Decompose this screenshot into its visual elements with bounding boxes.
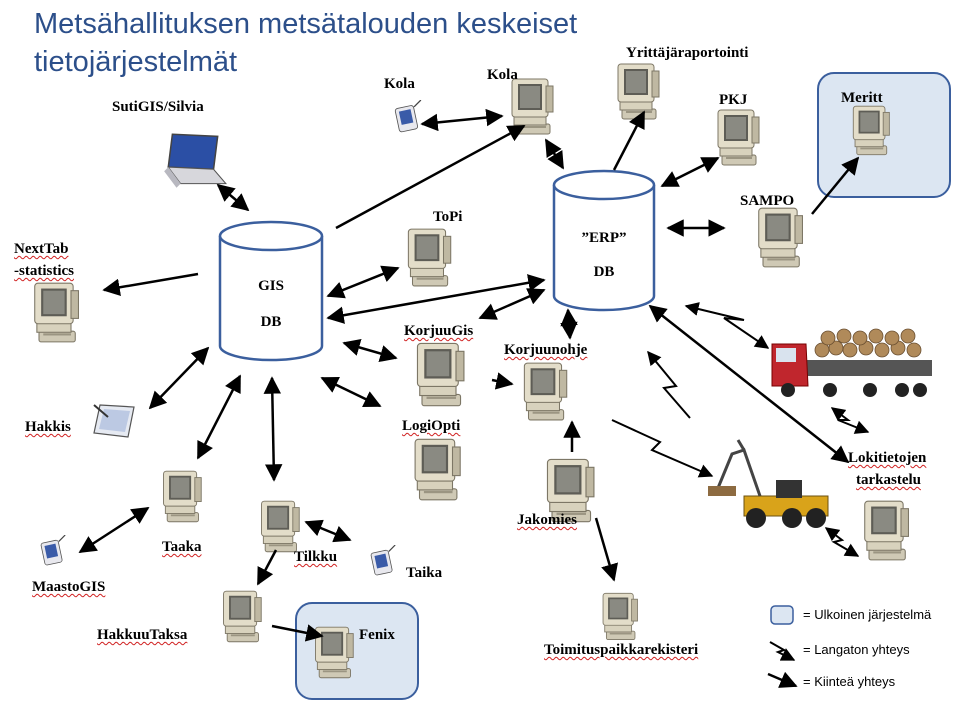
link-taaka-gis (196, 374, 242, 460)
nexttab-computer-icon (34, 282, 80, 343)
legend-wireless-swatch (769, 641, 796, 661)
label-korjuugis: KorjuuGis (404, 323, 474, 339)
link-topi-gis (326, 265, 400, 299)
legend (767, 605, 798, 688)
korjuugis-computer-icon (416, 342, 465, 407)
label-toimituspaikkarekisteri: Toimituspaikkarekisteri (544, 642, 699, 658)
taika-handheld-icon (370, 545, 396, 576)
kola-handheld-icon (394, 100, 422, 133)
link-taaka-maastogis (78, 506, 150, 554)
label-hakkuutaksa: HakkuuTaksa (97, 627, 188, 643)
link-kola-handheld-kola (420, 108, 504, 132)
link-korjuugis-korjuunohje (491, 372, 514, 390)
erp-db-cylinder (552, 169, 656, 312)
label-sutigis: SutiGIS/Silvia (112, 99, 204, 115)
gis-db-label-2: DB (260, 314, 282, 330)
maastogis-handheld-icon (40, 535, 66, 566)
link-korjuugis-erp (478, 288, 546, 320)
harvester-icon (708, 439, 829, 528)
wireless-harvester-erp (647, 350, 691, 419)
link-gis-kola (335, 124, 526, 230)
logiopti-computer-icon (414, 438, 461, 501)
link-korjuugis-gis (342, 338, 398, 363)
link-gis-nexttab (102, 272, 199, 296)
label-tilkku: Tilkku (294, 549, 338, 565)
korjuunohje-computer-icon (523, 362, 568, 421)
label-yrittajaraportointi: Yrittäjäraportointi (626, 45, 749, 61)
label-maastogis: MaastoGIS (32, 579, 106, 595)
label-korjuunohje: Korjuunohje (504, 342, 588, 358)
link-erp-lokitietojen (648, 304, 850, 464)
link-tilkku-taika (304, 519, 352, 543)
timber-truck-icon (771, 328, 932, 397)
erp-db-label-2: DB (593, 264, 615, 280)
label-sampo: SAMPO (740, 193, 795, 209)
label-logiopti: LogiOpti (402, 418, 461, 434)
erp-db-label-1: ”ERP” (581, 230, 627, 246)
wireless-truck-lokitietojen (830, 407, 870, 434)
label-kola-pc: Kola (487, 67, 518, 83)
pkj-computer-icon (717, 109, 760, 166)
link-tilkku-hakkuutaksa (256, 549, 278, 586)
title-line-2: tietojärjestelmät (34, 46, 238, 78)
label-topi: ToPi (433, 209, 463, 225)
label-nexttab-1: NextTab (14, 241, 69, 257)
link-hakkuutaksa-fenix (271, 624, 324, 642)
link-gis-erp (326, 274, 546, 324)
label-lokitietojen-1: Lokitietojen (848, 450, 927, 466)
meritt-computer-icon (852, 105, 890, 156)
sutigis-laptop-icon (163, 133, 227, 189)
lokitietojen-computer-icon (864, 500, 910, 561)
title-line-1: Metsähallituksen metsätalouden keskeiset (34, 8, 578, 40)
legend-wireless-text: = Langaton yhteys (803, 642, 910, 657)
link-erp-yrittajaraportointi (612, 110, 646, 171)
link-pkj-erp (660, 156, 720, 188)
taaka-computer-icon (163, 470, 202, 523)
toimituspaikkarekisteri-computer-icon (602, 592, 638, 640)
hakkis-tablet-icon (92, 403, 136, 439)
label-kola-handheld: Kola (384, 76, 415, 92)
label-taaka: Taaka (162, 539, 202, 555)
label-jakomies: Jakomies (517, 512, 577, 528)
label-pkj: PKJ (719, 92, 748, 108)
topi-computer-icon (407, 228, 452, 287)
yrittajaraportointi-computer-icon (617, 63, 660, 120)
fenix-external-box (295, 602, 419, 700)
link-sampo-meritt (811, 156, 860, 215)
link-kola-erp (544, 138, 565, 170)
link-sutigis-gis (216, 183, 250, 212)
wireless-harvester-lokitietojen (824, 527, 860, 557)
legend-wired-swatch (767, 671, 798, 688)
gis-db-cylinder (218, 220, 324, 362)
wireless-truck-erp (684, 302, 770, 349)
link-tilkku-gis (263, 376, 283, 482)
legend-external-text: = Ulkoinen järjestelmä (803, 607, 932, 622)
label-taika: Taika (406, 565, 443, 581)
link-korjuunohje-erp (560, 308, 578, 340)
label-nexttab-2: -statistics (14, 263, 74, 279)
label-fenix: Fenix (359, 627, 395, 643)
wireless-jakomies-harvester (611, 419, 714, 478)
hakkuutaksa-computer-icon (223, 590, 262, 643)
legend-wired-text: = Kiinteä yhteys (803, 674, 896, 689)
link-logiopti-gis (320, 376, 382, 408)
label-lokitietojen-2: tarkastelu (856, 472, 921, 488)
tilkku-computer-icon (261, 500, 300, 553)
label-meritt: Meritt (841, 90, 883, 106)
kola-pc-computer-icon (511, 78, 554, 135)
link-jakomies-toimituspaikka (594, 517, 619, 582)
link-hakkis-gis (148, 346, 210, 410)
gis-db-label-1: GIS (258, 278, 284, 294)
label-hakkis: Hakkis (25, 419, 71, 435)
legend-external-swatch (770, 605, 794, 625)
sampo-computer-icon (758, 207, 804, 268)
